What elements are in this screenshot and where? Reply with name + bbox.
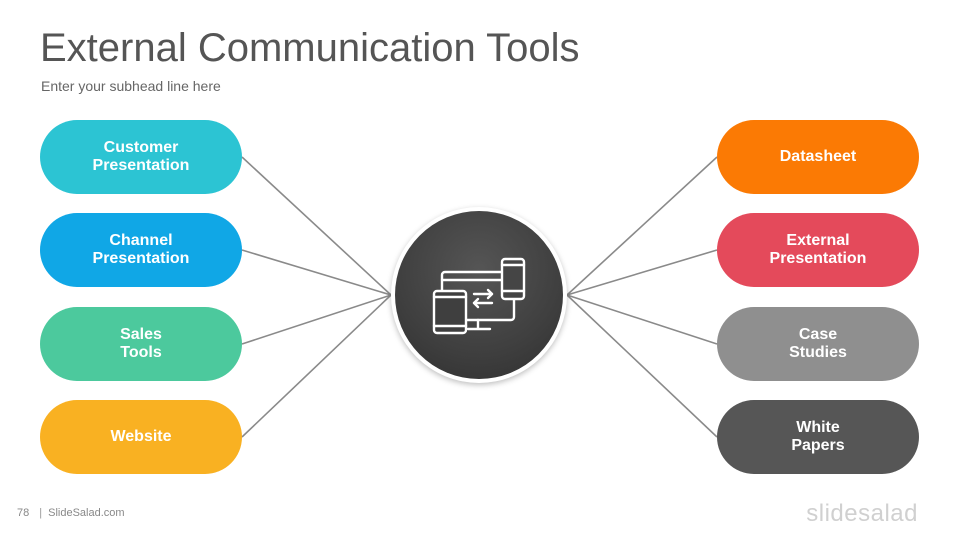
brand-logo: slidesalad bbox=[806, 500, 918, 527]
connector-left-2 bbox=[241, 249, 392, 296]
devices-sync-icon bbox=[432, 257, 526, 335]
connector-right-2 bbox=[566, 249, 718, 296]
left-pill-1[interactable]: Customer Presentation bbox=[40, 120, 242, 194]
slide-title: External Communication Tools bbox=[40, 26, 580, 70]
connector-left-1 bbox=[241, 156, 392, 296]
right-pill-2[interactable]: External Presentation bbox=[717, 213, 919, 287]
connector-right-4 bbox=[566, 294, 718, 438]
right-pill-4[interactable]: White Papers bbox=[717, 400, 919, 474]
page-number: 78 bbox=[17, 507, 30, 519]
left-pill-3[interactable]: Sales Tools bbox=[40, 307, 242, 381]
left-pill-4[interactable]: Website bbox=[40, 400, 242, 474]
footer-separator: | bbox=[39, 507, 43, 519]
slide-subtitle: Enter your subhead line here bbox=[41, 78, 221, 94]
footer: 78 | SlideSalad.com bbox=[17, 507, 125, 519]
connector-right-1 bbox=[566, 156, 718, 296]
footer-site: SlideSalad.com bbox=[48, 507, 125, 519]
central-hub bbox=[391, 207, 567, 383]
connector-right-3 bbox=[566, 294, 718, 345]
right-pill-3[interactable]: Case Studies bbox=[717, 307, 919, 381]
connector-left-4 bbox=[241, 294, 392, 438]
hub-circle bbox=[395, 211, 563, 379]
right-pill-1[interactable]: Datasheet bbox=[717, 120, 919, 194]
connector-left-3 bbox=[241, 294, 392, 345]
left-pill-2[interactable]: Channel Presentation bbox=[40, 213, 242, 287]
